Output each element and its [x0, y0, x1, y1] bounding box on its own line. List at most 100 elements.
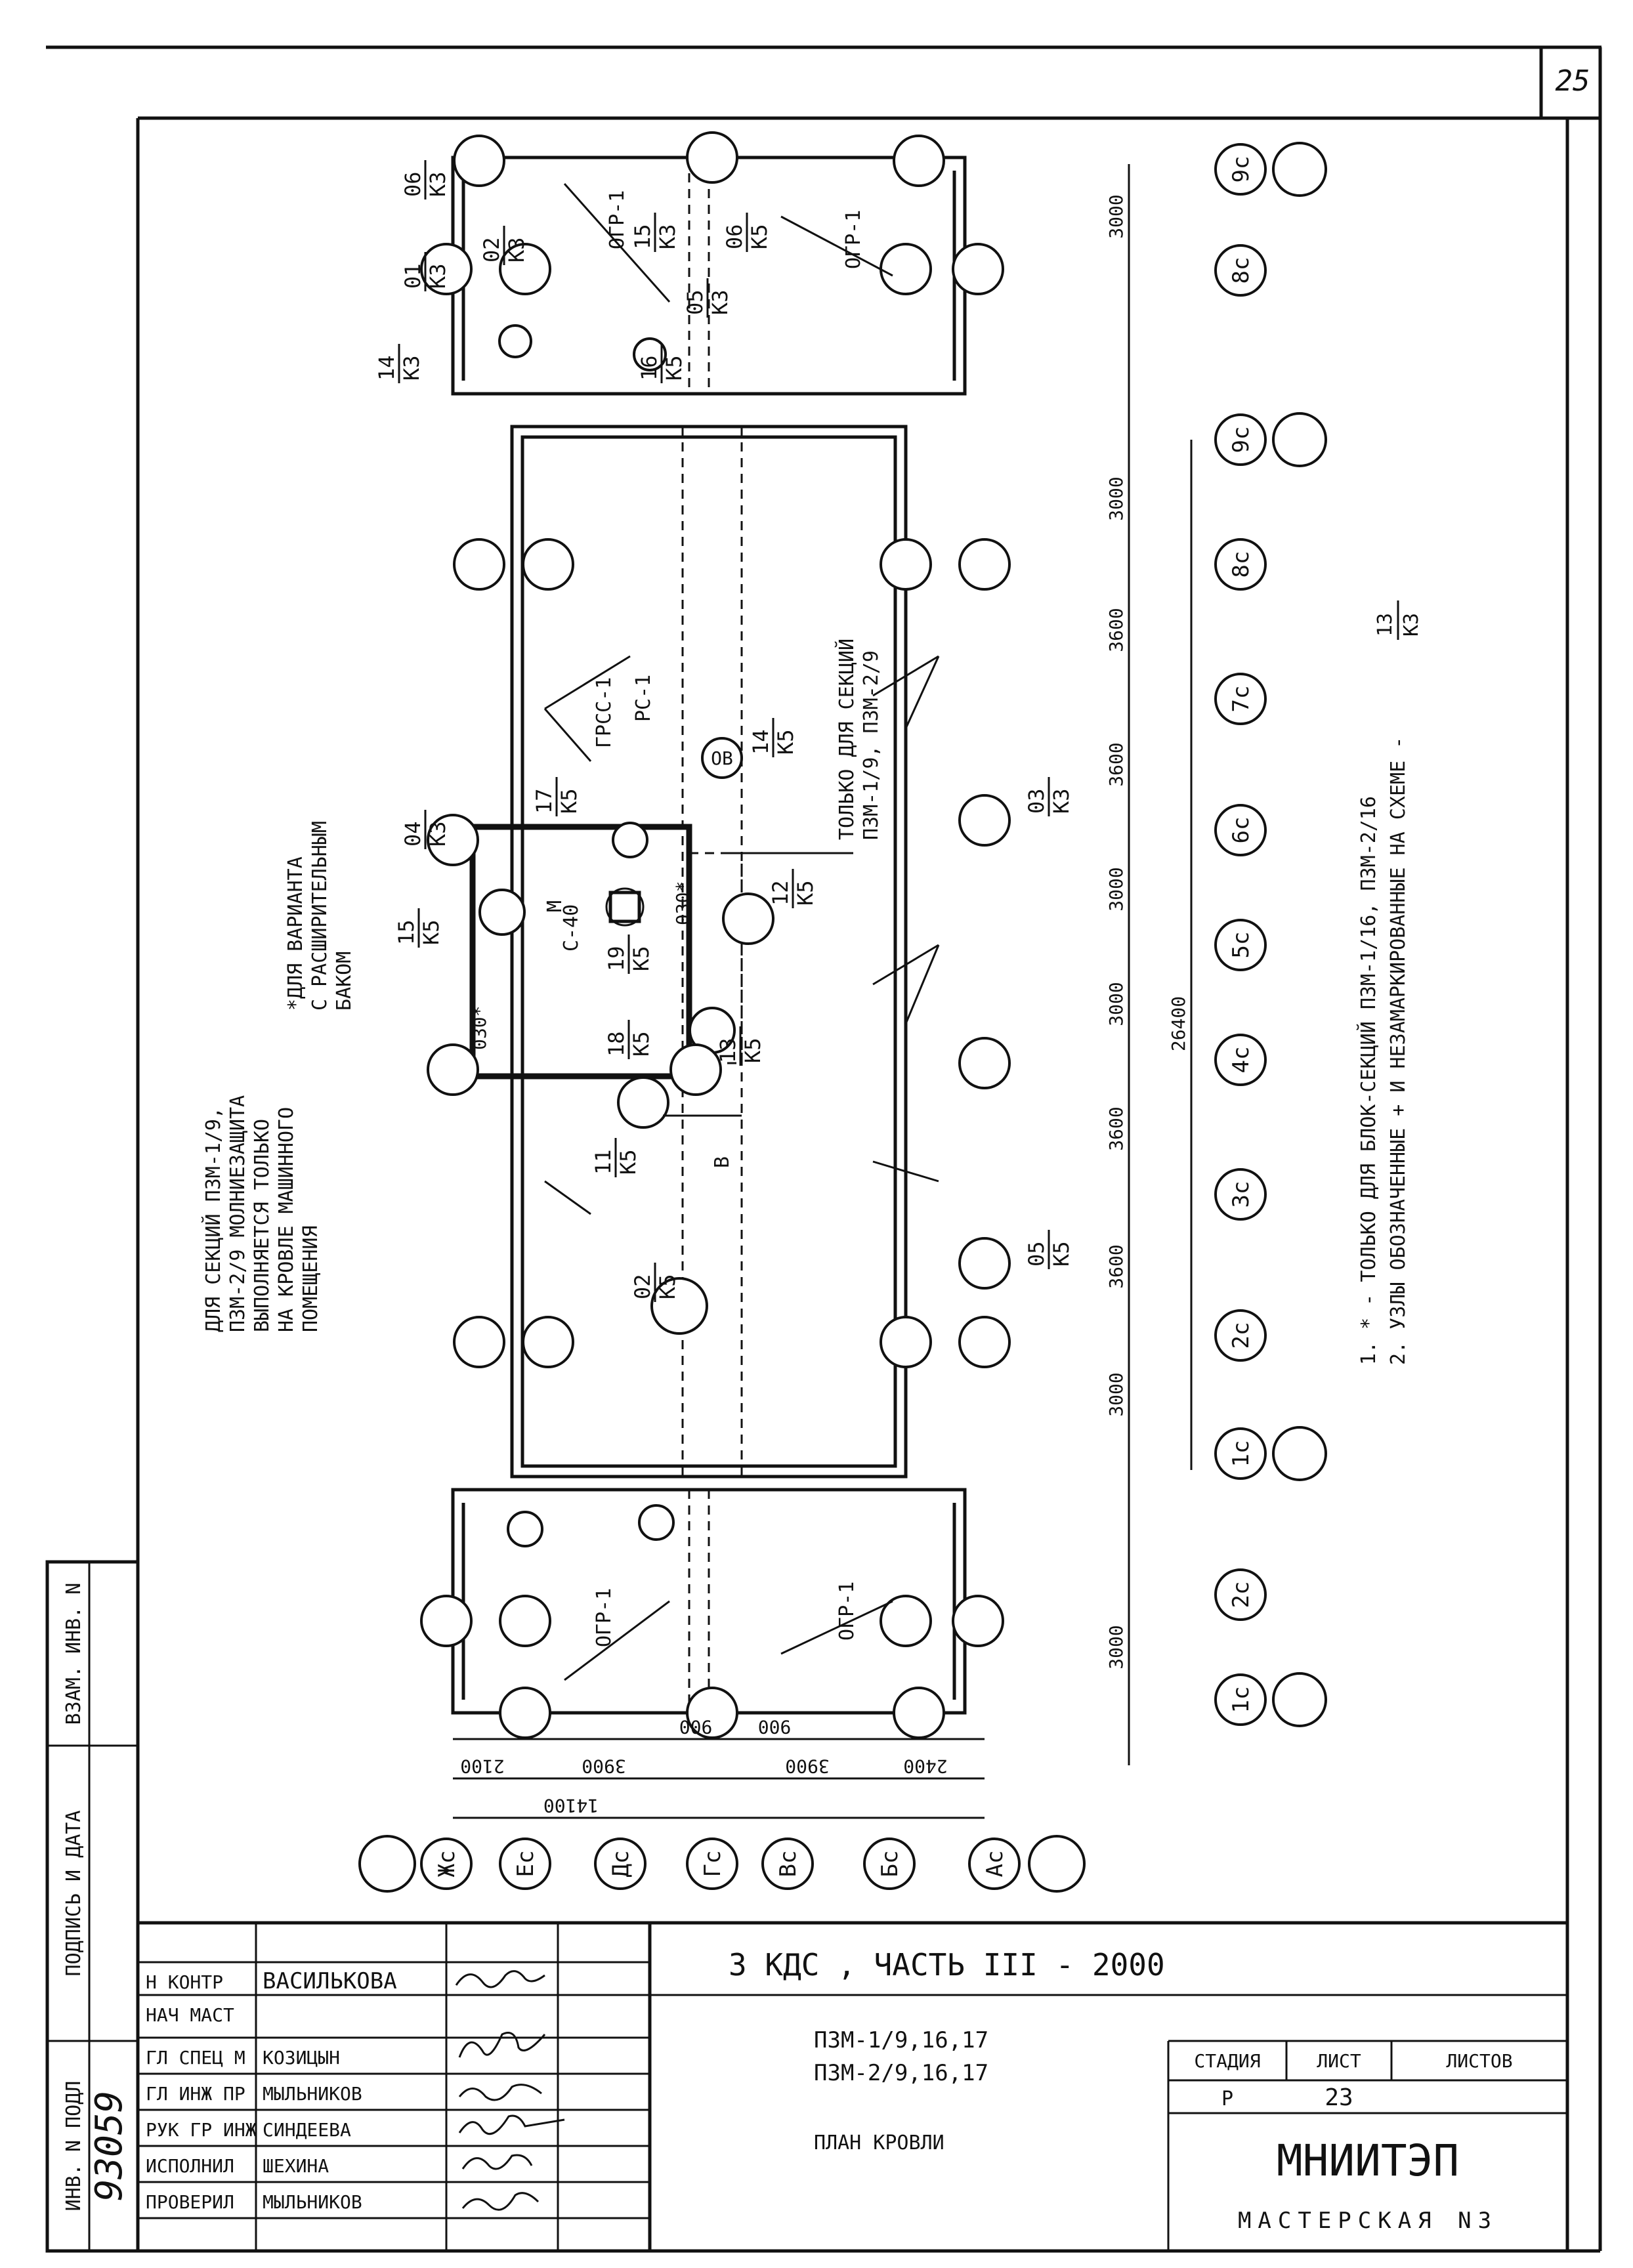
axis-label: 2с	[1228, 1322, 1254, 1349]
node-mark-sheet: К5	[773, 729, 798, 755]
dim-right: 3000	[1105, 982, 1127, 1026]
axis-bubble-3c: 3с	[1214, 1168, 1267, 1221]
dim-right-top: 3000	[1105, 194, 1127, 238]
node-mark-num: 14	[374, 355, 399, 381]
axis-bubble-7c: 7с	[1214, 673, 1267, 725]
staff-name: ВАСИЛЬКОВА	[263, 1968, 397, 1994]
dim-right: 3000	[1105, 476, 1127, 520]
node-mark-sheet: К5	[419, 919, 444, 945]
axis-label: Дс	[608, 1851, 634, 1878]
dim-bottom-inner: 900	[679, 1716, 713, 1738]
axis-label: Бс	[877, 1851, 903, 1878]
callouts: ДЛЯ СЕКЦИЙ ПЗМ-1/9, ПЗМ-2/9 МОЛНИЕЗАЩИТА…	[201, 639, 883, 1332]
dim-bottom-inner: 900	[758, 1716, 792, 1738]
axis-label: Гс	[700, 1851, 726, 1878]
callout-machine-room: ПЗМ-2/9 МОЛНИЕЗАЩИТА	[226, 1095, 249, 1332]
axis-label: 8с	[1228, 551, 1254, 578]
block-center: ОВ В М ГРСС-1 РС-1 С-40 030* 030*	[427, 425, 1011, 1479]
axis-label: 6с	[1228, 817, 1254, 844]
callout-variant: БАКОМ	[333, 952, 356, 1011]
node-mark-num: 15	[394, 919, 419, 945]
callout-variant: *ДЛЯ ВАРИАНТА	[284, 856, 307, 1011]
dim-bottom: 3900	[582, 1755, 626, 1777]
node-mark-sheet: К5	[1049, 1241, 1074, 1267]
staff-name: МЫЛЬНИКОВ	[263, 2083, 362, 2105]
side-stamp: ВЗАМ. ИНВ. N ПОДПИСЬ И ДАТА ИНВ. N ПОДЛ …	[45, 1560, 140, 2253]
node-mark-sheet: К5	[740, 1038, 765, 1063]
axis-label: 8с	[1228, 257, 1254, 284]
o30-label: 030*	[469, 1006, 490, 1050]
node-mark-num: 13	[715, 1038, 740, 1063]
callout-machine-room: ВЫПОЛНЯЕТСЯ ТОЛЬКО	[251, 1119, 274, 1332]
grss-label: ГРСС-1	[593, 677, 616, 748]
staff-role: ИСПОЛНИЛ	[146, 2155, 234, 2177]
axis-bubble-ec: Ес	[499, 1838, 551, 1890]
axis-label: Ес	[513, 1851, 539, 1878]
node-mark-sheet: К3	[425, 821, 450, 847]
ogr-label: ОГР-1	[606, 190, 629, 249]
axis-bubble-5c: 5с	[1214, 919, 1267, 971]
axis-label: 1с	[1228, 1440, 1254, 1467]
axis-bubble-bc: Бс	[863, 1838, 916, 1890]
callout-machine-room: ПОМЕЩЕНИЯ	[299, 1225, 322, 1332]
inv-podl-value: 93059	[88, 2091, 131, 2202]
node-mark-num: 14	[748, 729, 773, 755]
note-2-frac-top: 13	[1374, 613, 1397, 637]
org-subtitle: МАСТЕРСКАЯ N3	[1238, 2208, 1498, 2234]
node-mark-num: 04	[400, 821, 425, 847]
node-mark-sheet: К5	[655, 1274, 680, 1299]
vzam-inv-label: ВЗАМ. ИНВ. N	[62, 1583, 85, 1725]
axis-label: 2с	[1228, 1582, 1254, 1608]
stage-value: Р	[1221, 2088, 1233, 2110]
staff-name: МЫЛЬНИКОВ	[263, 2191, 362, 2213]
dim-bottom: 2100	[460, 1755, 504, 1777]
node-mark-num: 01	[400, 263, 425, 289]
axis-bubble-1c: 1с	[1214, 1426, 1327, 1481]
plan-body: ОГР-1 ОГР-1	[201, 131, 1423, 1893]
node-mark-num: 02	[479, 237, 504, 262]
callout-machine-room: НА КРОВЛЕ МАШИННОГО	[275, 1107, 298, 1332]
bottom-axes: 900 900 2100 3900 3900 2400 14100 Жс Ес …	[358, 1716, 1086, 1893]
note-2: 2. УЗЛЫ ОБОЗНАЧЕННЫЕ + И НЕЗАМАРКИРОВАНН…	[1387, 737, 1410, 1365]
node-mark-sheet: К3	[708, 289, 732, 315]
right-axes: 9с 8с 9с 8с 7с 6с 5с 4с 3с 2с 1с 2с 1с 3…	[1105, 142, 1327, 1765]
podpis-date-label: ПОДПИСЬ И ДАТА	[62, 1811, 85, 1977]
ov-label: ОВ	[711, 747, 733, 769]
staff-role: ГЛ ИНЖ ПР	[146, 2083, 245, 2105]
ogr-label: ОГР-1	[836, 1582, 859, 1641]
ogr-label: ОГР-1	[593, 1588, 616, 1647]
node-mark-num: 15	[630, 224, 655, 249]
org-name: МНИИТЭП	[1277, 2135, 1459, 2186]
callout-variant: С РАСШИРИТЕЛЬНЫМ	[308, 821, 331, 1011]
axis-label: Ас	[982, 1851, 1008, 1878]
dim-bottom: 2400	[903, 1755, 947, 1777]
axis-bubble-9c: 9с	[1214, 412, 1327, 467]
axis-label: Жс	[434, 1851, 460, 1878]
callout-only-sections: ТОЛЬКО ДЛЯ СЕКЦИЙ	[835, 639, 859, 840]
dim-right: 3000	[1105, 867, 1127, 911]
axis-bubble-1c: 1с	[1214, 1672, 1327, 1727]
node-mark-num: 03	[1024, 788, 1049, 814]
dim-right: 3000	[1105, 1372, 1127, 1416]
callout-machine-room: ДЛЯ СЕКЦИЙ ПЗМ-1/9,	[201, 1107, 225, 1332]
c40-label: С-40	[560, 904, 583, 952]
axis-label: 7с	[1228, 686, 1254, 713]
node-mark-sheet: К5	[629, 1031, 654, 1057]
dim-right: 3600	[1105, 608, 1127, 652]
node-mark-sheet: К5	[616, 1149, 641, 1175]
axis-label: 5с	[1228, 932, 1254, 959]
sheet-number: 25	[1556, 64, 1590, 98]
staff-role: НАЧ МАСТ	[146, 2004, 234, 2026]
callout-only-sections: ПЗМ-1/9, ПЗМ-2/9	[860, 650, 883, 840]
staff-role: ГЛ СПЕЦ М	[146, 2047, 245, 2068]
axis-bubble-8c: 8с	[1214, 538, 1267, 591]
project-title: 3 КДС , ЧАСТЬ III - 2000	[729, 1947, 1165, 1983]
node-mark-sheet: К5	[747, 224, 772, 249]
node-mark-sheet: К5	[793, 880, 818, 906]
node-mark-num: 12	[768, 880, 793, 906]
node-mark-sheet: К5	[557, 788, 582, 814]
staff-name: КОЗИЦЫН	[263, 2047, 340, 2068]
rs-label: РС-1	[632, 675, 655, 722]
node-mark-sheet: К3	[504, 237, 529, 262]
